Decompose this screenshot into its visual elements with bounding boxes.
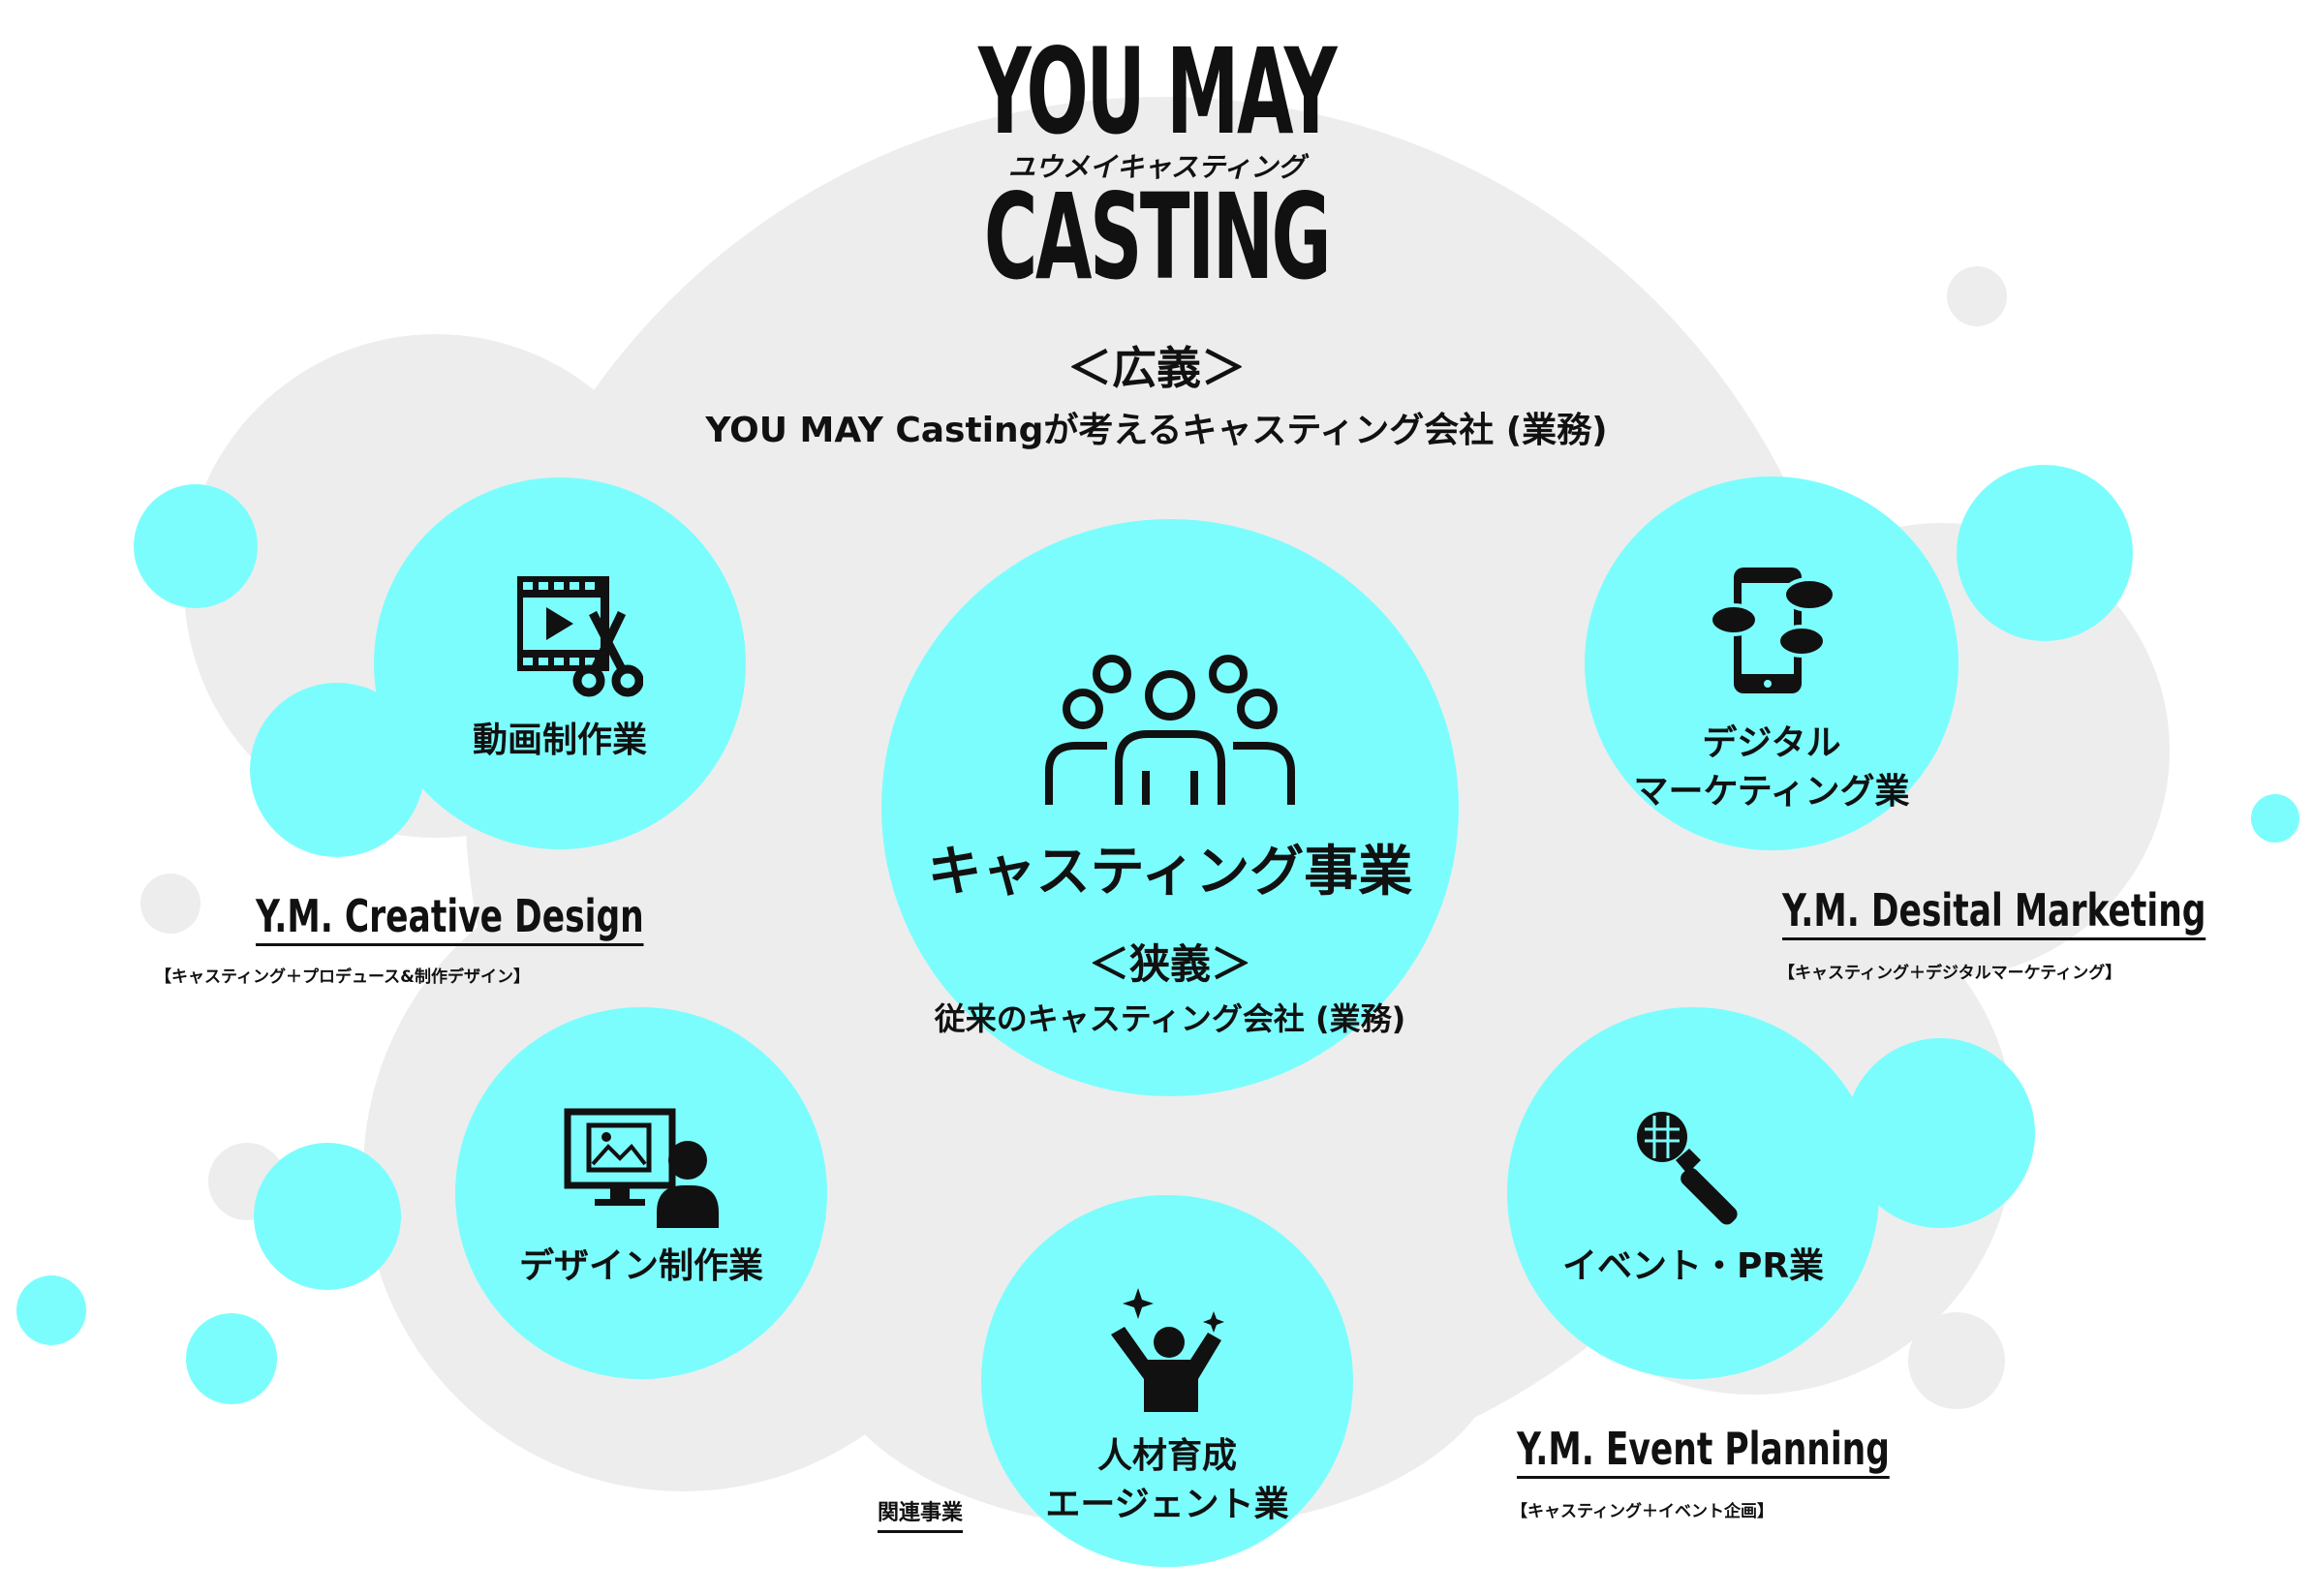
center-node-casting: キャスティング事業 ＜狭義＞ 従来のキャスティング会社 (業務) [881, 519, 1459, 1096]
brand-event-planning-sub: 【キャスティング＋イベント企画】 [1511, 1502, 1773, 1521]
logo-line-2: CASTING [983, 169, 1332, 306]
film-scissors-icon [517, 576, 643, 697]
node-talent-line-1: 人材育成 [1096, 1436, 1237, 1476]
logo-line-1: YOU MAY [977, 23, 1338, 161]
deco-circle [186, 1313, 277, 1404]
node-design-label: デザイン制作業 [518, 1246, 763, 1286]
brand-event-planning: Y.M. Event Planning [1517, 1422, 1890, 1479]
node-video-label: 動画制作業 [472, 721, 647, 760]
related-business-label: 関連事業 [878, 1497, 964, 1533]
deco-circle [254, 1143, 401, 1290]
broad-heading: ＜広義＞ [1067, 342, 1246, 394]
deco-circle [134, 484, 258, 608]
node-design-production: デザイン制作業 [455, 1007, 827, 1379]
node-talent-line-2: エージェント業 [1045, 1485, 1289, 1524]
node-talent-agency: 人材育成 エージェント業 [981, 1195, 1353, 1567]
deco-circle [1957, 465, 2133, 641]
cheering-person-icon [1111, 1288, 1224, 1412]
node-digital-line-1: デジタル [1702, 723, 1841, 763]
brand-creative-design: Y.M. Creative Design [256, 889, 644, 946]
cloud-dot [1947, 266, 2007, 326]
narrow-description: 従来のキャスティング会社 (業務) [934, 1000, 1406, 1037]
cloud-dot [1908, 1312, 2005, 1409]
microphone-icon [1637, 1112, 1738, 1225]
narrow-heading: ＜狭義＞ [1088, 940, 1251, 988]
deco-circle [16, 1275, 86, 1345]
center-title: キャスティング事業 [927, 841, 1413, 904]
deco-circle [2251, 794, 2299, 843]
node-digital-marketing: デジタル マーケティング業 [1585, 476, 1958, 850]
logo-kana: ユウメイキャスティング [1007, 151, 1306, 183]
group-people-icon [1045, 655, 1295, 805]
broad-description: YOU MAY Castingが考えるキャスティング会社 (業務) [705, 411, 1608, 450]
designer-monitor-icon [564, 1108, 719, 1228]
smartphone-chat-icon [1709, 568, 1836, 693]
brand-desital-marketing: Y.M. Desital Marketing [1782, 883, 2206, 940]
brand-creative-design-sub: 【キャスティング＋プロデュース&制作デザイン】 [155, 967, 530, 987]
brand-desital-marketing-sub: 【キャスティング＋デジタルマーケティング】 [1778, 964, 2122, 983]
node-digital-line-2: マーケティング業 [1633, 772, 1910, 812]
node-event-label: イベント・PR業 [1561, 1246, 1825, 1286]
node-event-pr: イベント・PR業 [1507, 1007, 1879, 1379]
node-video-production: 動画制作業 [374, 477, 746, 849]
cloud-dot [140, 874, 200, 934]
